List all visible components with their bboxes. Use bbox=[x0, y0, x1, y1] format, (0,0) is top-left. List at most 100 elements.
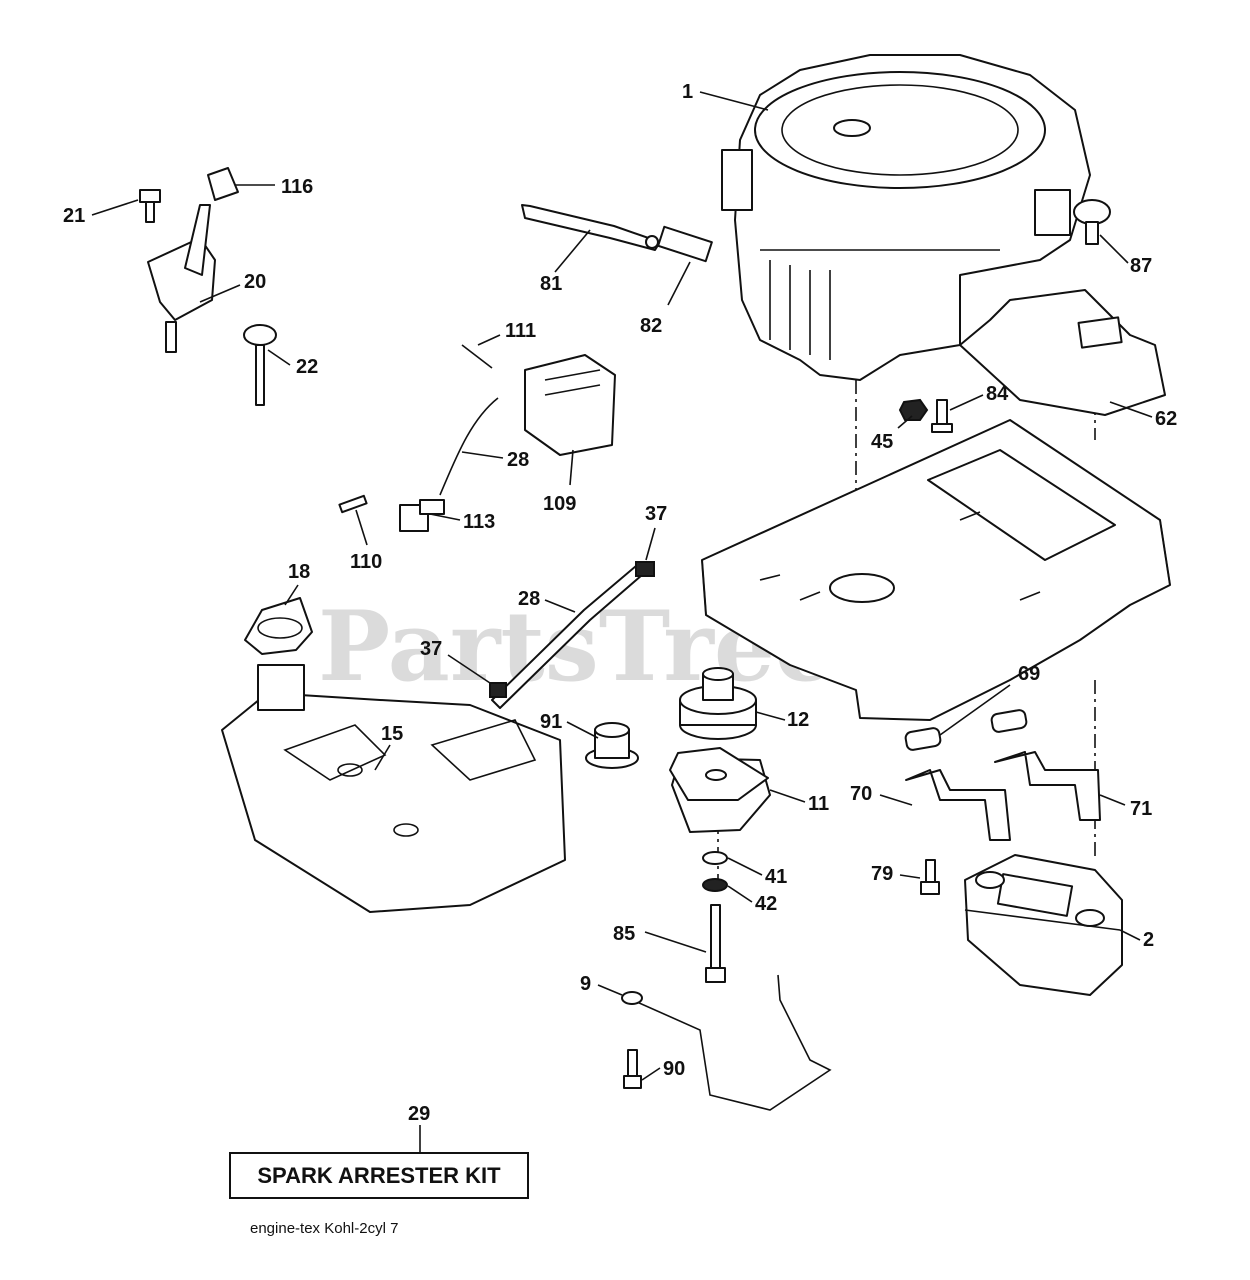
leader-70 bbox=[879, 794, 913, 806]
leader-22 bbox=[267, 349, 291, 366]
engine-icon[interactable] bbox=[721, 54, 1091, 381]
callout-81: 81 bbox=[540, 273, 562, 295]
leader-11 bbox=[769, 789, 806, 803]
bolt-84-icon[interactable] bbox=[931, 399, 953, 433]
callout-20: 20 bbox=[244, 271, 266, 293]
callout-109: 109 bbox=[543, 493, 576, 515]
leader-109 bbox=[569, 449, 574, 486]
leader-41 bbox=[727, 857, 763, 876]
callout-37-upper: 37 bbox=[645, 503, 667, 525]
spark-arrester-kit-box[interactable] bbox=[229, 1152, 529, 1199]
leader-71 bbox=[1099, 794, 1126, 806]
callout-18: 18 bbox=[288, 561, 310, 583]
callout-9: 9 bbox=[580, 973, 591, 995]
plate-slot-icon bbox=[1077, 316, 1123, 349]
leader-2 bbox=[1119, 929, 1141, 941]
hose-111-icon[interactable] bbox=[461, 344, 493, 369]
fitting-110-icon[interactable] bbox=[338, 494, 368, 514]
clamp-37-upper-icon[interactable] bbox=[635, 561, 655, 577]
knob-116-icon[interactable] bbox=[207, 167, 239, 201]
throttle-control-20-icon[interactable] bbox=[147, 204, 216, 353]
callout-29: 29 bbox=[408, 1103, 430, 1125]
fitting-113-icon[interactable] bbox=[399, 499, 445, 532]
callout-2: 2 bbox=[1143, 929, 1154, 951]
callout-41: 41 bbox=[765, 866, 787, 888]
leader-82 bbox=[667, 261, 691, 306]
pulley-12-icon[interactable] bbox=[679, 667, 757, 740]
leader-85 bbox=[644, 931, 707, 953]
leader-9 bbox=[597, 984, 623, 996]
leader-81 bbox=[554, 229, 591, 273]
callout-85: 85 bbox=[613, 923, 635, 945]
leader-28-upper bbox=[461, 451, 504, 459]
callout-87: 87 bbox=[1130, 255, 1152, 277]
bracket-9-icon[interactable] bbox=[627, 974, 832, 1111]
callout-79: 79 bbox=[871, 863, 893, 885]
leader-111 bbox=[477, 334, 501, 346]
callout-91: 91 bbox=[540, 711, 562, 733]
fuel-cap-18-icon[interactable] bbox=[244, 597, 313, 655]
leader-37-lower bbox=[447, 654, 491, 684]
clamp-37-lower-icon[interactable] bbox=[489, 682, 507, 698]
nut-45-icon[interactable] bbox=[898, 398, 929, 421]
bolt-79-icon[interactable] bbox=[920, 859, 940, 895]
callout-37-lower: 37 bbox=[420, 638, 442, 660]
callout-111: 111 bbox=[505, 320, 536, 342]
leader-12 bbox=[755, 711, 786, 721]
leader-21 bbox=[91, 199, 139, 216]
leader-69 bbox=[939, 684, 1011, 736]
pto-clutch-11-icon[interactable] bbox=[669, 747, 771, 833]
leader-110 bbox=[355, 509, 368, 546]
muffler-2-icon[interactable] bbox=[964, 854, 1123, 996]
leader-28-lower bbox=[544, 599, 576, 613]
bolt-90-icon[interactable] bbox=[623, 1049, 642, 1089]
leader-62 bbox=[1109, 401, 1153, 418]
exhaust-pipe-70-icon[interactable] bbox=[905, 769, 1011, 841]
leader-20 bbox=[199, 284, 241, 303]
bushing-91-icon[interactable] bbox=[585, 722, 639, 769]
callout-28-upper: 28 bbox=[507, 449, 529, 471]
exhaust-pipe-71-icon[interactable] bbox=[994, 751, 1101, 821]
leader-91 bbox=[566, 721, 599, 739]
fuel-tank-15-icon[interactable] bbox=[221, 664, 566, 913]
callout-84: 84 bbox=[986, 383, 1009, 405]
callout-110: 110 bbox=[350, 551, 382, 573]
callout-21: 21 bbox=[63, 205, 85, 227]
fuel-hose-81-icon[interactable] bbox=[521, 204, 661, 251]
callout-45: 45 bbox=[871, 431, 893, 453]
bolt-85-icon[interactable] bbox=[705, 904, 726, 983]
bracket-9-eye-icon bbox=[621, 991, 643, 1005]
callout-69: 69 bbox=[1018, 663, 1040, 685]
callout-42: 42 bbox=[755, 893, 777, 915]
leader-90 bbox=[641, 1067, 661, 1081]
bolt-21-icon[interactable] bbox=[139, 189, 161, 223]
callout-15: 15 bbox=[381, 723, 403, 745]
callout-90: 90 bbox=[663, 1058, 685, 1080]
callout-113: 113 bbox=[463, 511, 495, 533]
diagram-code: engine-tex Kohl-2cyl 7 bbox=[250, 1220, 398, 1237]
callout-70: 70 bbox=[850, 783, 872, 805]
leader-84 bbox=[949, 394, 984, 411]
callout-62: 62 bbox=[1155, 408, 1177, 430]
leader-87 bbox=[1099, 234, 1129, 264]
leader-79 bbox=[899, 874, 921, 879]
callout-82: 82 bbox=[640, 315, 662, 337]
choke-knob-22-icon[interactable] bbox=[243, 324, 277, 406]
leader-1 bbox=[699, 91, 769, 111]
exhaust-gaskets-69-icon[interactable] bbox=[904, 709, 1028, 751]
chassis-frame-icon[interactable] bbox=[701, 419, 1171, 721]
callout-12: 12 bbox=[787, 709, 809, 731]
hose-28-upper-icon[interactable] bbox=[439, 397, 499, 496]
washer-41-icon[interactable] bbox=[702, 851, 728, 865]
leader-113 bbox=[429, 513, 461, 521]
fuel-pump-109-icon[interactable] bbox=[524, 354, 616, 456]
callout-71: 71 bbox=[1130, 798, 1152, 820]
callout-28-lower: 28 bbox=[518, 588, 540, 610]
callout-22: 22 bbox=[296, 356, 318, 378]
knob-87-icon[interactable] bbox=[1073, 199, 1111, 245]
leader-15 bbox=[374, 744, 391, 771]
washer-42-icon[interactable] bbox=[702, 878, 728, 892]
callout-11: 11 bbox=[808, 793, 829, 815]
fuel-fitting-82-icon[interactable] bbox=[645, 225, 713, 263]
